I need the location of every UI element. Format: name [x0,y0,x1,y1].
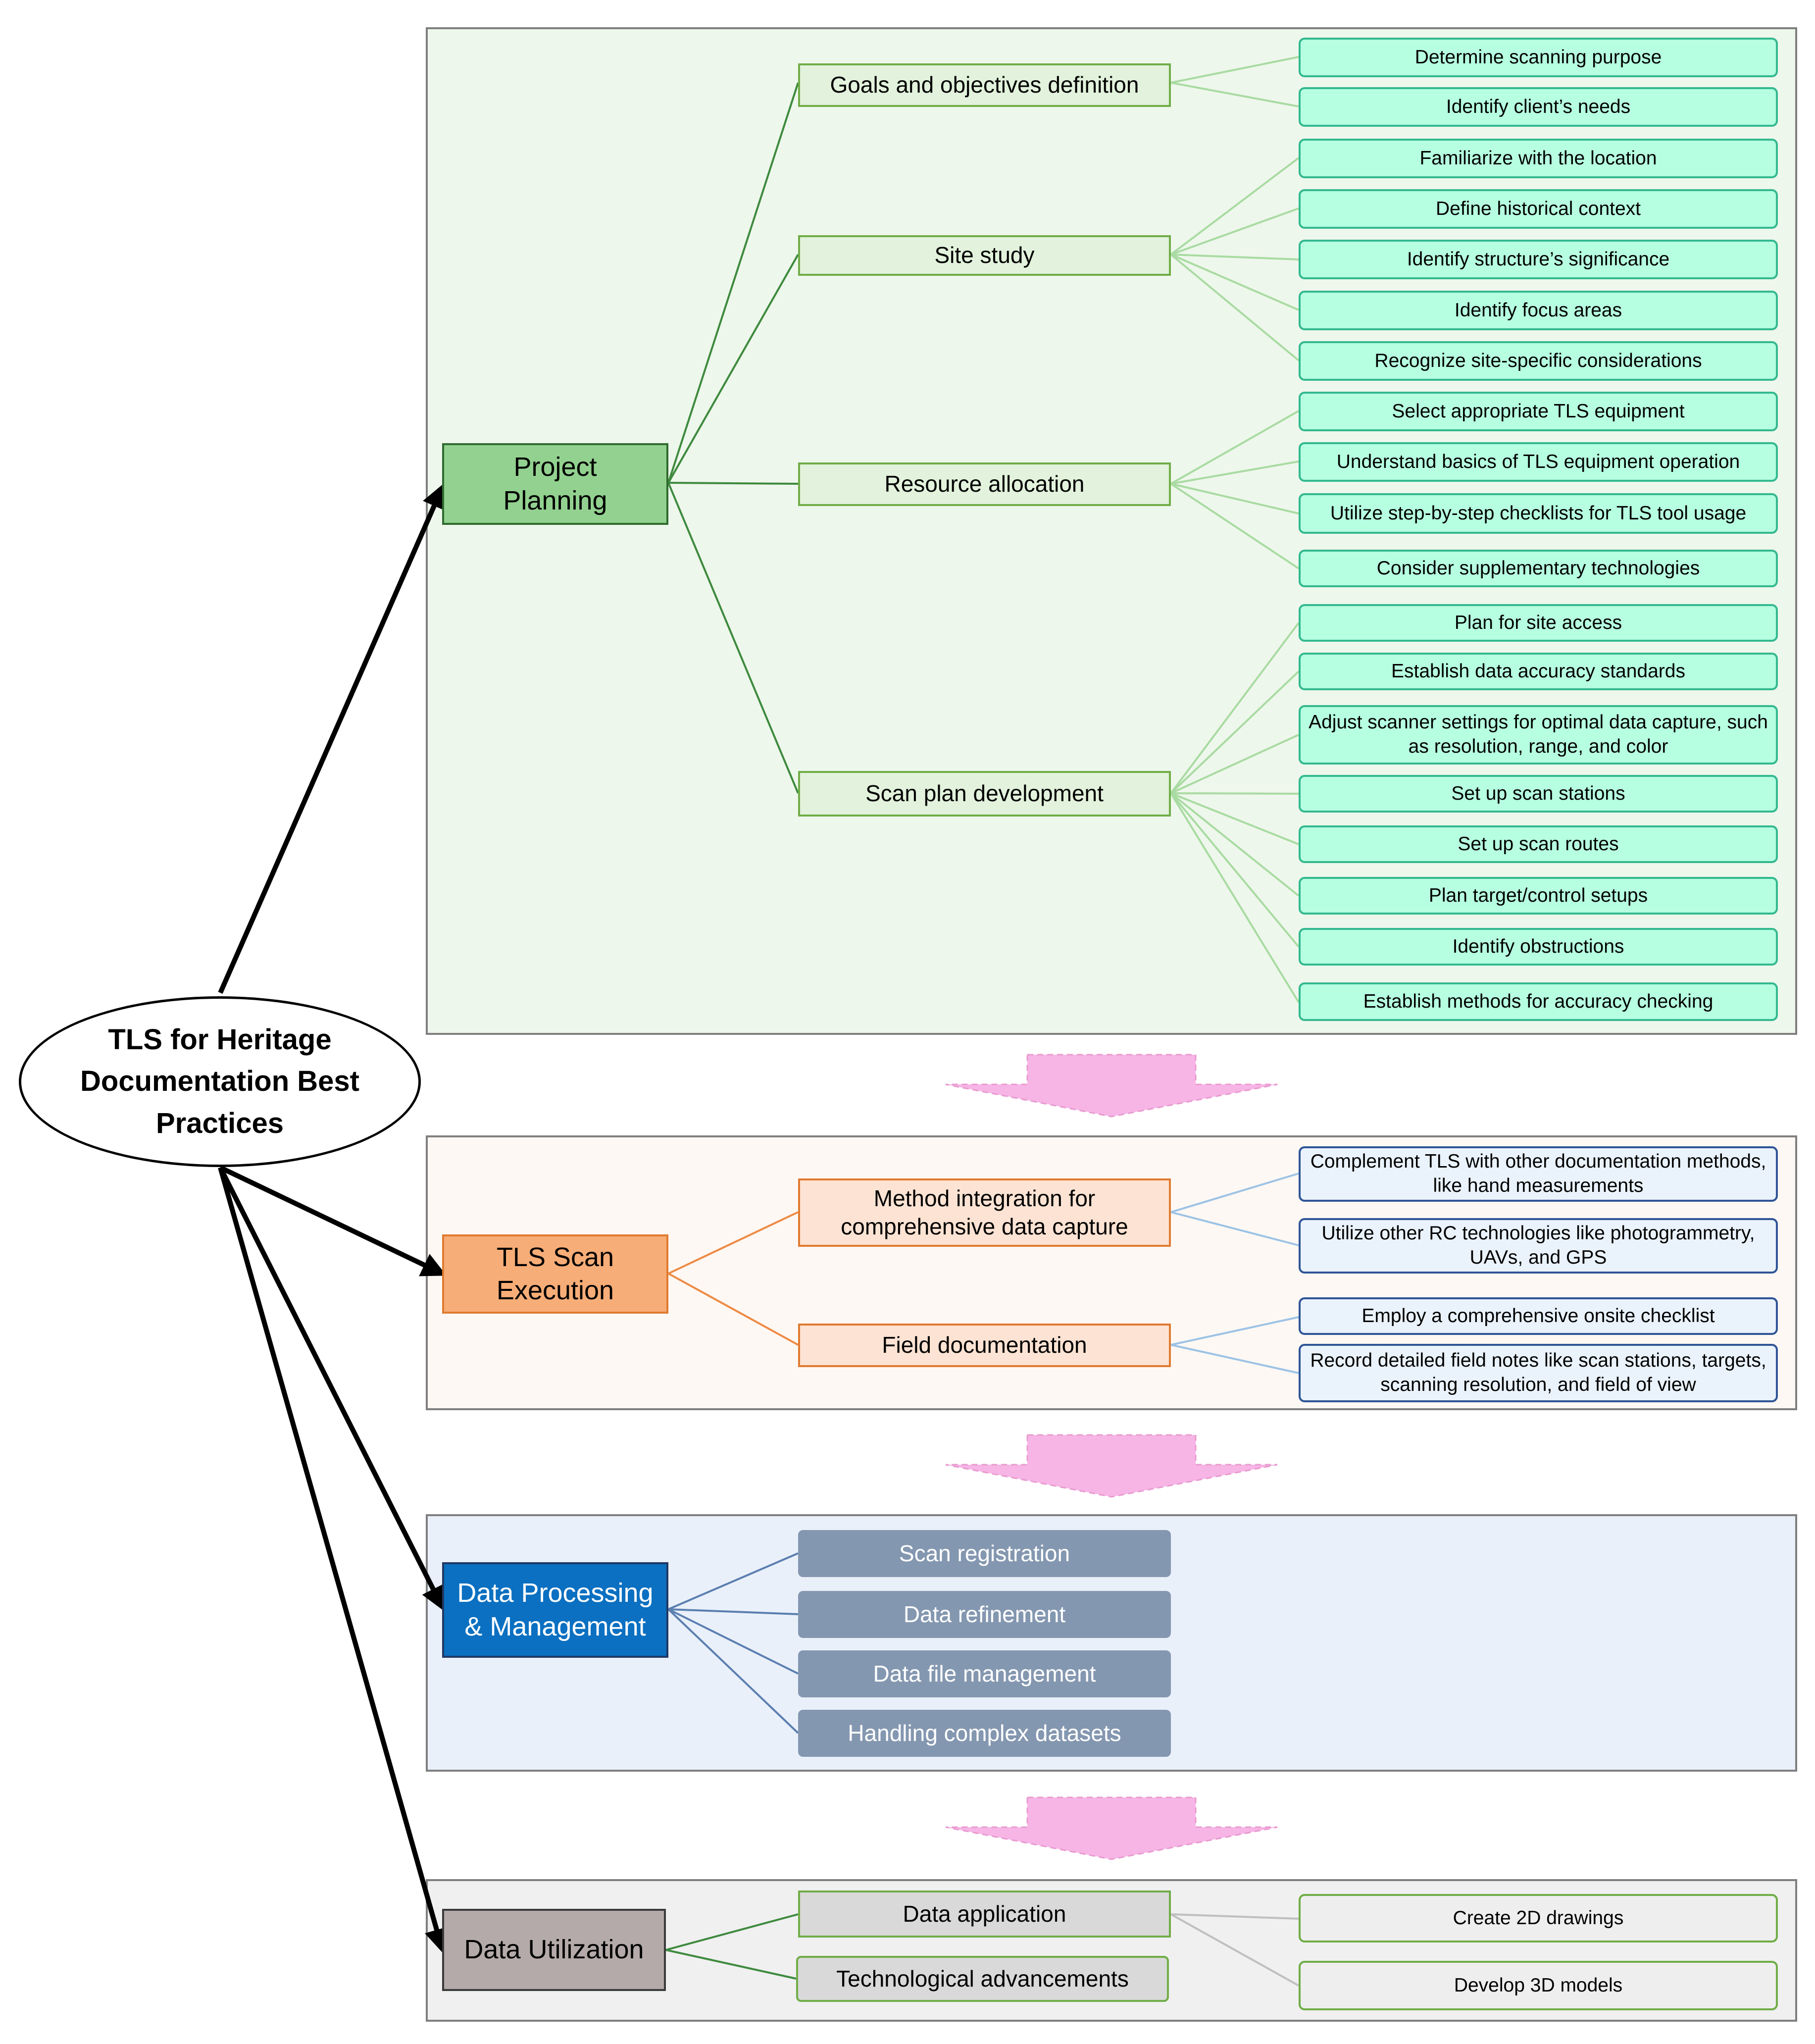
root-label: TLS for Heritage Documentation Best Prac… [80,1023,359,1139]
leaf-site-access: Plan for site access [1299,604,1778,642]
main-node-data-processing: Data Processing & Management [442,1562,668,1658]
main-node-project-planning: Project Planning [442,443,668,525]
sub-node-scan-plan: Scan plan development [798,771,1171,817]
leaf-historical-context: Define historical context [1299,189,1778,229]
main-node-scan-execution: TLS Scan Execution [442,1234,668,1314]
flow-arrow-3 [945,1796,1278,1860]
leaf-scan-routes: Set up scan routes [1299,825,1778,863]
leaf-scanning-purpose: Determine scanning purpose [1299,38,1778,77]
leaf-structure-significance: Identify structure’s significance [1299,240,1778,279]
sub-node-data-application: Data application [798,1891,1171,1938]
flow-arrow-1 [945,1054,1278,1118]
connector-root-planning [218,483,446,994]
processing-connectors [667,1552,799,1734]
connector-root-processing [218,1166,445,1611]
sub-node-tech-advancements: Technological advancements [796,1956,1169,2002]
execution-main-connectors [668,1211,799,1346]
leaf-2d-drawings: Create 2D drawings [1299,1894,1778,1942]
leaf-equipment-basics: Understand basics of TLS equipment opera… [1299,442,1778,482]
root-connectors [218,483,449,1954]
sub-node-resource-allocation: Resource allocation [798,462,1171,506]
sub-node-field-documentation: Field documentation [798,1324,1171,1367]
leaf-target-setups: Plan target/control setups [1299,877,1778,915]
flow-arrow-2 [945,1434,1278,1498]
leaf-scanner-settings: Adjust scanner settings for optimal data… [1299,705,1778,765]
leaf-client-needs: Identify client’s needs [1299,87,1778,127]
leaf-supplementary-tech: Consider supplementary technologies [1299,550,1778,587]
planning-main-connectors [667,82,799,794]
sub-node-data-file-management: Data file management [798,1650,1171,1697]
leaf-onsite-checklist: Employ a comprehensive onsite checklist [1299,1297,1778,1335]
leaf-checklists: Utilize step-by-step checklists for TLS … [1299,493,1778,534]
main-node-data-utilization: Data Utilization [442,1909,666,1991]
leaf-obstructions: Identify obstructions [1299,928,1778,966]
sub-node-data-refinement: Data refinement [798,1591,1171,1638]
leaf-accuracy-standards: Establish data accuracy standards [1299,653,1778,690]
utilization-leaf-connectors [1170,1913,1299,1987]
leaf-select-equipment: Select appropriate TLS equipment [1299,392,1778,431]
leaf-3d-models: Develop 3D models [1299,1961,1778,2010]
sub-node-complex-datasets: Handling complex datasets [798,1710,1171,1757]
execution-leaf-connectors [1170,1173,1299,1374]
leaf-complement-tls: Complement TLS with other documentation … [1299,1146,1778,1202]
sub-node-method-integration: Method integration for comprehensive dat… [798,1178,1171,1247]
leaf-other-rc-tech: Utilize other RC technologies like photo… [1299,1218,1778,1274]
sub-node-scan-registration: Scan registration [798,1530,1171,1577]
connector-root-utilization [218,1167,449,1954]
leaf-scan-stations: Set up scan stations [1299,775,1778,813]
leaf-field-notes: Record detailed field notes like scan st… [1299,1344,1778,1402]
leaf-site-considerations: Recognize site-specific considerations [1299,341,1778,381]
leaf-focus-areas: Identify focus areas [1299,291,1778,330]
leaf-familiarize-location: Familiarize with the location [1299,139,1778,178]
utilization-main-connectors [665,1913,799,1980]
sub-node-goals: Goals and objectives definition [798,63,1171,107]
connector-root-execution [219,1165,447,1277]
planning-leaf-connectors [1170,56,1300,1003]
root-node: TLS for Heritage Documentation Best Prac… [19,996,421,1167]
leaf-accuracy-checking: Establish methods for accuracy checking [1299,982,1778,1021]
sub-node-site-study: Site study [798,235,1171,276]
